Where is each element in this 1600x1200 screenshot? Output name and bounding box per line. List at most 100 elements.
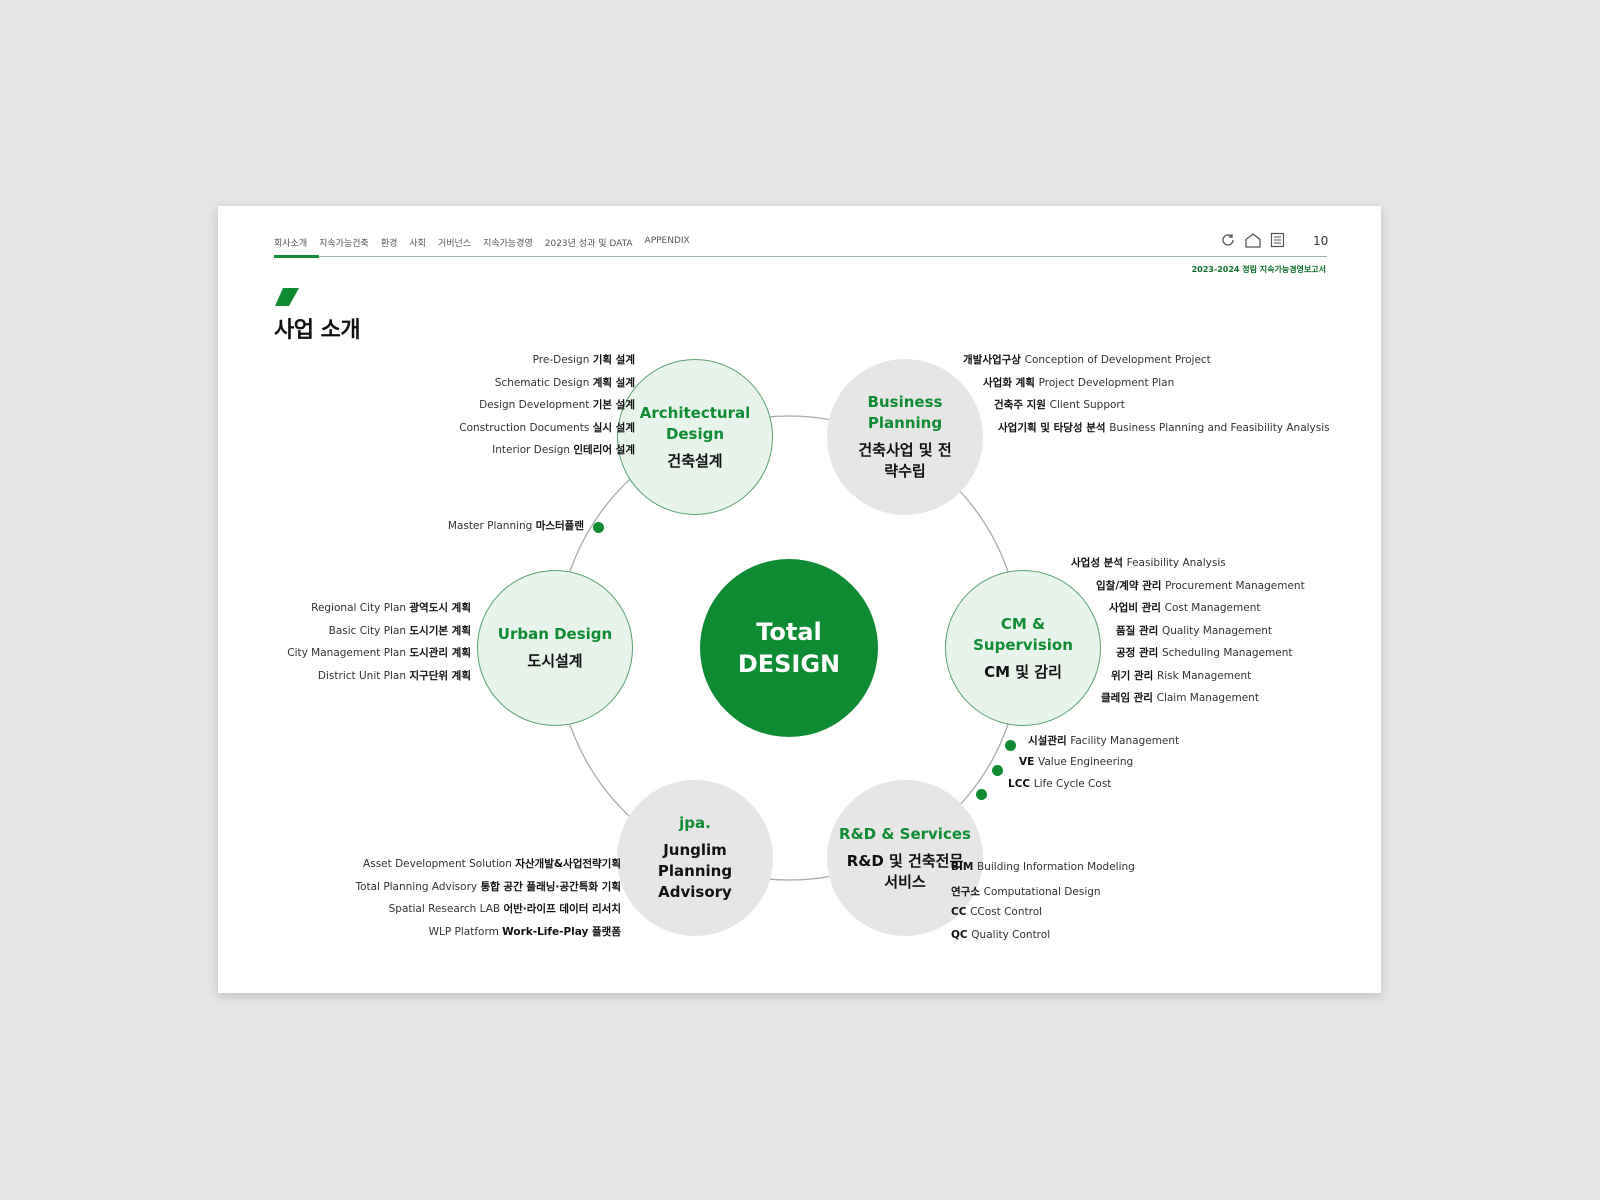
list-icon[interactable]	[1270, 232, 1285, 248]
list-item-en: Value Engineering	[1037, 755, 1134, 768]
list-item: LCC Life Cycle Cost	[1008, 778, 1179, 801]
report-page: 회사소개 지속가능건축 환경 사회 거버넌스 지속가능경영 2023년 성과 및…	[218, 206, 1381, 993]
list-item-en: Basic City Plan	[328, 624, 410, 637]
list-item: 공정 관리 Scheduling Management	[1071, 645, 1305, 668]
list-item-ko: 계획 설계	[592, 376, 635, 389]
list-item-ko: QC	[951, 928, 972, 941]
list-item-ko: 클레임 관리	[1101, 692, 1157, 704]
circle-architectural-design[interactable]: Architectural Design 건축설계	[617, 359, 773, 515]
list-item-en: Quality Management	[1161, 624, 1272, 637]
list-item: 건축주 지원 Client Support	[963, 397, 1330, 420]
nav-item-sustainability-management[interactable]: 지속가능경영	[483, 239, 533, 249]
nav-item-social[interactable]: 사회	[409, 239, 426, 249]
list-item: Construction Documents 실시 설계	[459, 420, 635, 443]
list-item-en: City Management Plan	[287, 647, 410, 659]
nav-item-performance-data[interactable]: 2023년 성과 및 DATA	[544, 239, 633, 249]
list-item-ko: Work-Life-Play 플랫폼	[502, 925, 621, 938]
list-item-ko: 어반·라이프 데이터 리서치	[503, 903, 621, 915]
list-item: 사업화 계획 Project Development Plan	[963, 375, 1330, 398]
list-item-en: Pre-Design	[532, 354, 593, 366]
nav-item-company[interactable]: 회사소개	[274, 239, 308, 249]
list-item-en: Schematic Design	[494, 376, 593, 389]
list-item-en: WLP Platform	[428, 925, 503, 938]
list-item: 사업비 관리 Cost Management	[1071, 600, 1305, 623]
nav-item-governance[interactable]: 거버넌스	[437, 239, 472, 249]
list-item-en: Feasibility Analysis	[1126, 557, 1226, 569]
nav-item-environment[interactable]: 환경	[380, 239, 398, 249]
list-item-ko: CC	[951, 906, 971, 918]
list-item-ko: VE	[1019, 755, 1038, 768]
list-item-ko: 개발사업구상	[963, 354, 1025, 366]
list-item-en: Design Development	[479, 399, 593, 411]
list-item: 클레임 관리 Claim Management	[1071, 690, 1305, 713]
circle-architectural-ko: 건축설계	[667, 451, 723, 470]
list-item-ko: 통합 공간 플래닝·공간특화 기획	[480, 880, 621, 893]
list-item-en: Client Support	[1049, 399, 1125, 411]
list-item: Asset Development Solution 자산개발&사업전략기획	[355, 856, 621, 879]
list-item-en: Regional City Plan	[311, 602, 410, 614]
list-item-ko: 지구단위 계획	[409, 669, 471, 682]
circle-business-ko: 건축사업 및 전략수립	[858, 441, 952, 480]
list-item-ko: 기획 설계	[592, 354, 635, 366]
circle-urban-design[interactable]: Urban Design 도시설계	[477, 570, 633, 726]
circle-total-design[interactable]: Total DESIGN	[700, 559, 878, 737]
list-item-en: Life Cycle Cost	[1033, 778, 1112, 790]
list-item: WLP Platform Work-Life-Play 플랫폼	[355, 924, 621, 947]
list-item-en: Scheduling Management	[1161, 647, 1293, 659]
list-item: 사업기획 및 타당성 분석 Business Planning and Feas…	[963, 420, 1330, 443]
list-item-ko: 사업비 관리	[1109, 602, 1165, 614]
list-item-en: Construction Documents	[459, 421, 593, 434]
list-item: 개발사업구상 Conception of Development Project	[963, 352, 1330, 375]
ring-dot-facility	[1005, 740, 1016, 751]
list-item-ko: BIM	[951, 861, 978, 873]
title-accent-icon	[275, 288, 299, 306]
nav-active-indicator	[274, 255, 319, 258]
list-item-en: Quality Control	[971, 928, 1051, 941]
list-item: 품질 관리 Quality Management	[1071, 623, 1305, 646]
list-item-ko: 사업기획 및 타당성 분석	[998, 421, 1110, 434]
nav-item-appendix[interactable]: APPENDIX	[644, 236, 690, 246]
list-item: District Unit Plan 지구단위 계획	[287, 668, 471, 691]
list-item-en: Cost Management	[1164, 602, 1261, 614]
list-item-en: District Unit Plan	[317, 669, 410, 682]
circle-jpa-ko: Junglim Planning Advisory	[657, 841, 733, 901]
list-item-ko: 자산개발&사업전략기획	[515, 858, 621, 870]
list-item-en: Asset Development Solution	[363, 858, 516, 870]
circle-cm-en: CM & Supervision	[973, 614, 1073, 654]
list-item-ko: 도시기본 계획	[409, 624, 471, 637]
list-item-ko: 기본 설계	[592, 399, 635, 411]
circle-jpa-en: jpa.	[679, 814, 711, 832]
list-item-en: Spatial Research LAB	[388, 903, 504, 915]
list-item-en: Business Planning and Feasibility Analys…	[1109, 421, 1330, 434]
circle-cm-supervision[interactable]: CM & Supervision CM 및 감리	[945, 570, 1101, 726]
circle-urban-ko: 도시설계	[527, 652, 583, 670]
list-item-en: Conception of Development Project	[1024, 354, 1211, 366]
business-services-list: 개발사업구상 Conception of Development Project…	[963, 352, 1330, 442]
list-item-en: Total Planning Advisory	[355, 880, 481, 893]
list-item: Spatial Research LAB 어반·라이프 데이터 리서치	[355, 901, 621, 924]
nav-item-sustainable-architecture[interactable]: 지속가능건축	[319, 239, 369, 249]
list-item: 위기 관리 Risk Management	[1071, 668, 1305, 691]
ring-dot-lcc	[976, 789, 987, 800]
list-item-en: Interior Design	[492, 444, 574, 456]
list-item: QC Quality Control	[951, 929, 1135, 952]
list-item-ko: 건축주 지원	[994, 399, 1050, 411]
list-item: Total Planning Advisory 통합 공간 플래닝·공간특화 기…	[355, 879, 621, 902]
list-item-ko: 공정 관리	[1116, 647, 1162, 659]
circle-jpa[interactable]: jpa. Junglim Planning Advisory	[617, 780, 773, 936]
nav-divider	[274, 256, 1327, 257]
page-number: 10	[1313, 234, 1329, 248]
circle-business-planning[interactable]: Business Planning 건축사업 및 전략수립	[827, 359, 983, 515]
list-item: 입찰/계약 관리 Procurement Management	[1071, 578, 1305, 601]
list-item-en: Facility Management	[1070, 735, 1180, 747]
list-item: Interior Design 인테리어 설계	[459, 442, 635, 465]
list-item-en: Computational Design	[983, 885, 1101, 898]
circle-rnd-services[interactable]: R&D & Services R&D 및 건축전문 서비스	[827, 780, 983, 936]
list-item-en: Risk Management	[1156, 669, 1252, 682]
list-item-ko: 광역도시 계획	[409, 602, 471, 614]
list-item-en: Procurement Management	[1165, 579, 1305, 592]
refresh-icon[interactable]	[1220, 232, 1236, 248]
list-item-ko: 사업화 계획	[983, 376, 1039, 389]
home-icon[interactable]	[1244, 232, 1262, 248]
